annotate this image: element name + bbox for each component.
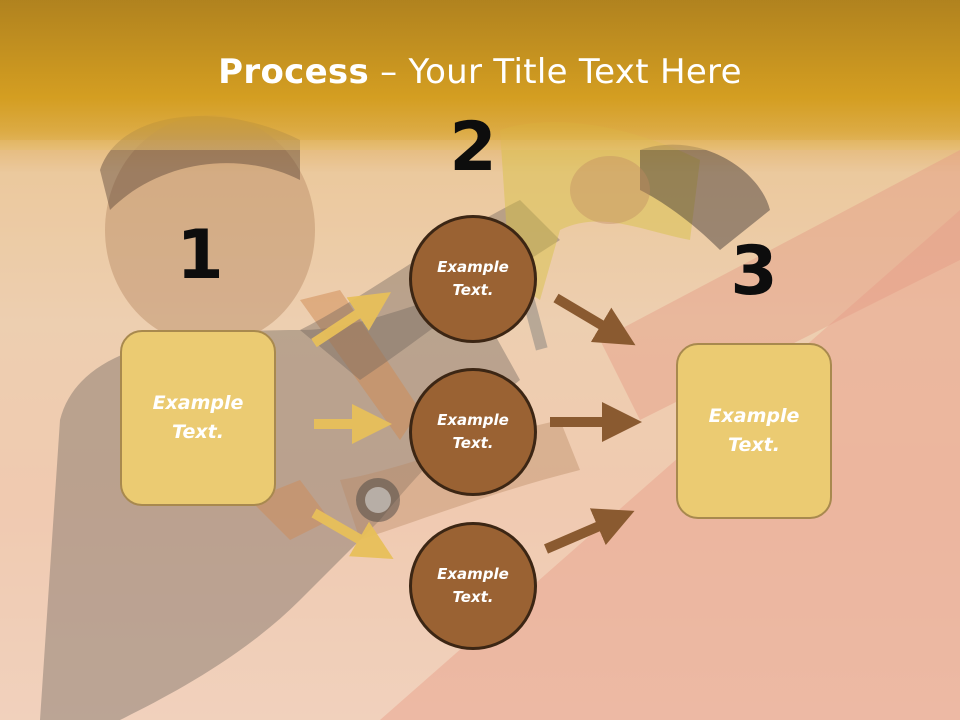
arrow-left-to-top	[311, 292, 392, 348]
step-2-circle-top[interactable]: Example Text.	[409, 215, 537, 343]
step-number-2: 2	[449, 108, 497, 187]
title-bold: Process	[218, 52, 370, 92]
arrow-left-to-bottom	[311, 508, 394, 560]
step-2-circle-middle[interactable]: Example Text.	[409, 368, 537, 496]
circle-middle-text: Example Text.	[437, 411, 509, 452]
title-text: Your Title Text Here	[408, 52, 742, 92]
step-1-box[interactable]: Example Text.	[120, 330, 276, 506]
title-band	[0, 0, 960, 150]
arrow-top-to-right	[553, 293, 636, 346]
slide-title: Process – Your Title Text Here	[0, 52, 960, 92]
step-number-1: 1	[176, 216, 224, 295]
title-separator: –	[369, 52, 409, 92]
step-1-box-text: Example Text.	[152, 392, 244, 443]
circle-bottom-text: Example Text.	[437, 565, 509, 606]
step-2-circle-bottom[interactable]: Example Text.	[409, 522, 537, 650]
circle-top-text: Example Text.	[437, 258, 509, 299]
step-3-box-text: Example Text.	[708, 405, 800, 456]
arrow-bottom-to-right	[544, 508, 635, 554]
step-3-box[interactable]: Example Text.	[676, 343, 832, 519]
step-number-3: 3	[730, 232, 778, 311]
